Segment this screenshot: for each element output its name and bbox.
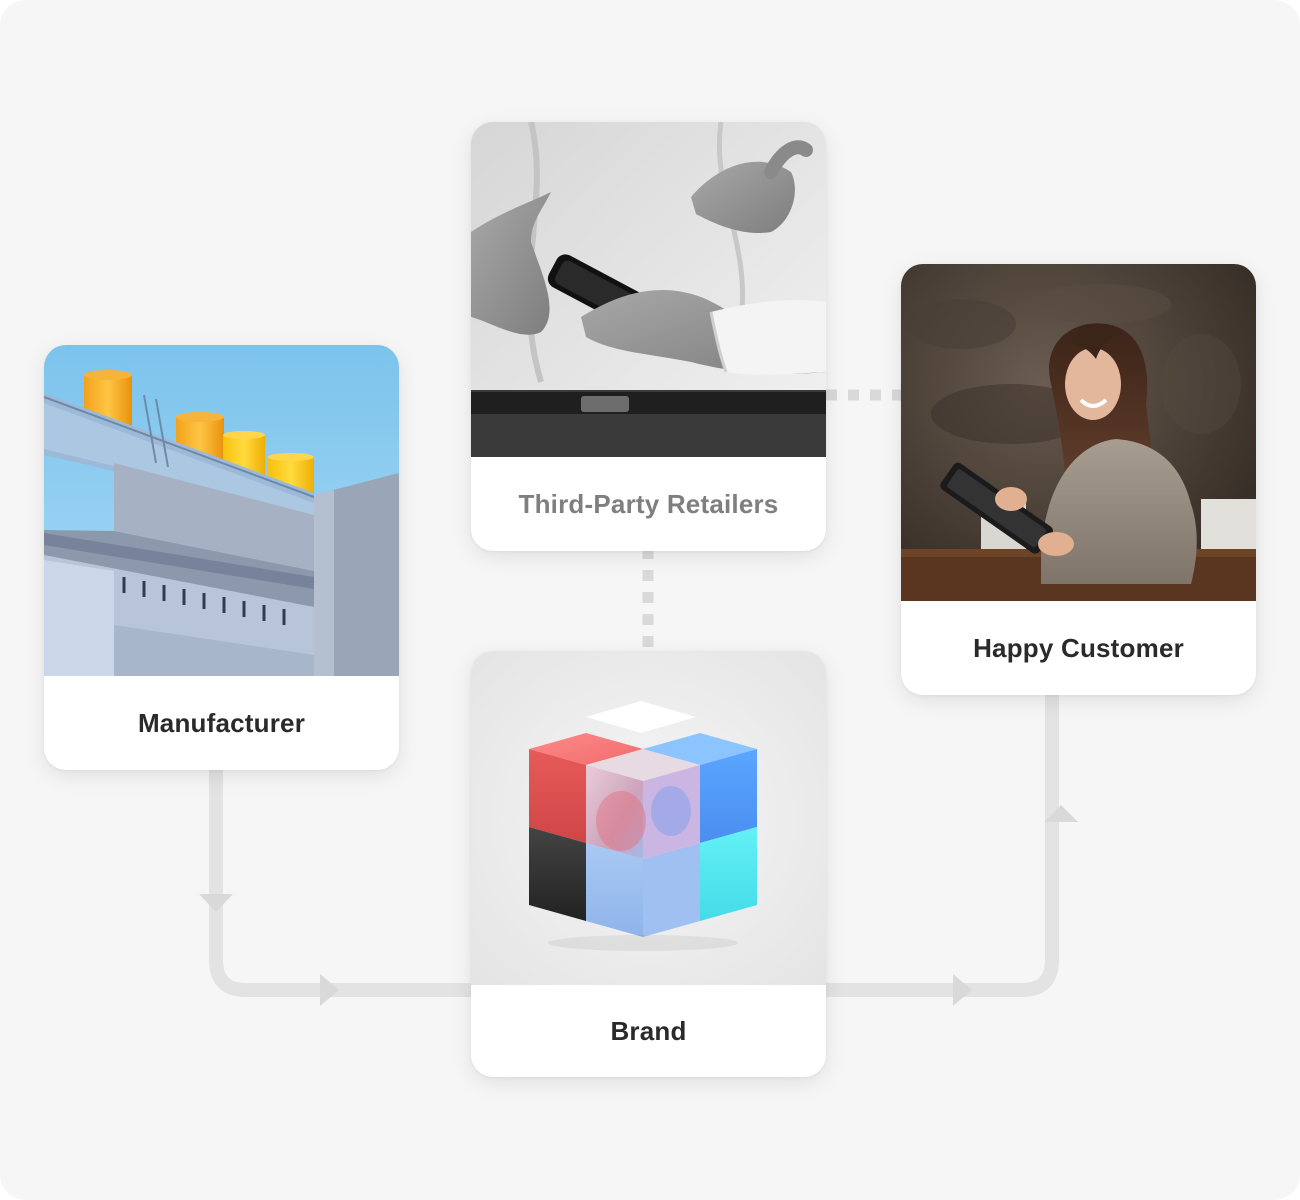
node-label: Manufacturer [137,708,306,738]
node-retailers[interactable]: Third-Party Retailers [471,122,826,551]
colorful-cube-illustration [471,651,826,985]
smiling-woman-with-tablet-photo [901,264,1256,601]
connector-manufacturer-to-brand [209,770,475,997]
node-manufacturer[interactable]: Manufacturer [44,345,399,770]
arrow-down-icon [199,894,233,912]
arrow-right-icon [953,974,972,1006]
arrow-up-icon [1044,805,1078,822]
node-brand[interactable]: Brand [471,651,826,1077]
node-customer[interactable]: Happy Customer [901,264,1256,695]
node-label: Brand [610,1016,687,1046]
industrial-building-photo [44,345,399,676]
connector-brand-to-customer [825,688,1059,997]
node-label: Third-Party Retailers [518,489,779,519]
node-label: Happy Customer [973,633,1184,663]
hands-holding-phone-photo [471,122,826,457]
arrow-right-icon [320,974,339,1006]
